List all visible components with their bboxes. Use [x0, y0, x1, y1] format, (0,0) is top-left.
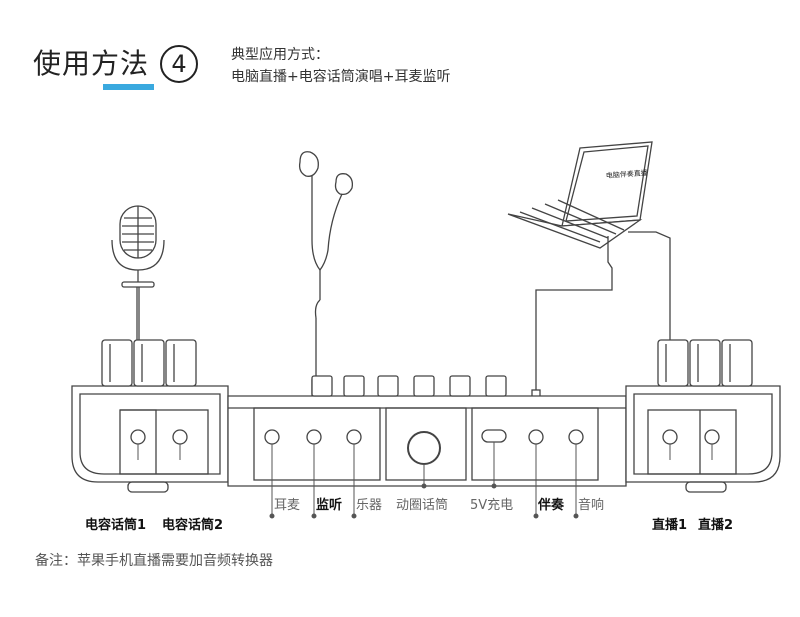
port-label-accompaniment: 伴奏 [538, 498, 565, 513]
footnote: 备注：苹果手机直播需要加音频转换器 [35, 553, 273, 569]
port-label-charge: 5V充电 [470, 498, 514, 513]
port-label-mic1: 电容话筒1 [85, 518, 147, 533]
earphones-icon [298, 151, 354, 409]
laptop-icon [507, 141, 653, 249]
port-label-instrument: 乐器 [356, 498, 383, 513]
page-title: 使用方法 [33, 47, 150, 80]
laptop-screen-text: 电脑伴奏直播 [606, 168, 649, 180]
port-label-monitor: 监听 [316, 498, 343, 513]
port-label-dynamic-mic: 动圈话筒 [396, 498, 449, 513]
port-label-live2: 直播2 [698, 518, 734, 533]
subtitle-line-2: 电脑直播+电容话筒演唱+耳麦监听 [231, 69, 451, 85]
port-label-mic2: 电容话筒2 [162, 518, 224, 533]
port-label-headset: 耳麦 [274, 498, 301, 513]
port-label-live1: 直播1 [652, 518, 688, 533]
title-underline [103, 84, 154, 90]
port-label-speaker: 音响 [578, 498, 605, 513]
subtitle-line-1: 典型应用方式： [231, 47, 329, 63]
step-number-badge: 4 [160, 45, 198, 83]
